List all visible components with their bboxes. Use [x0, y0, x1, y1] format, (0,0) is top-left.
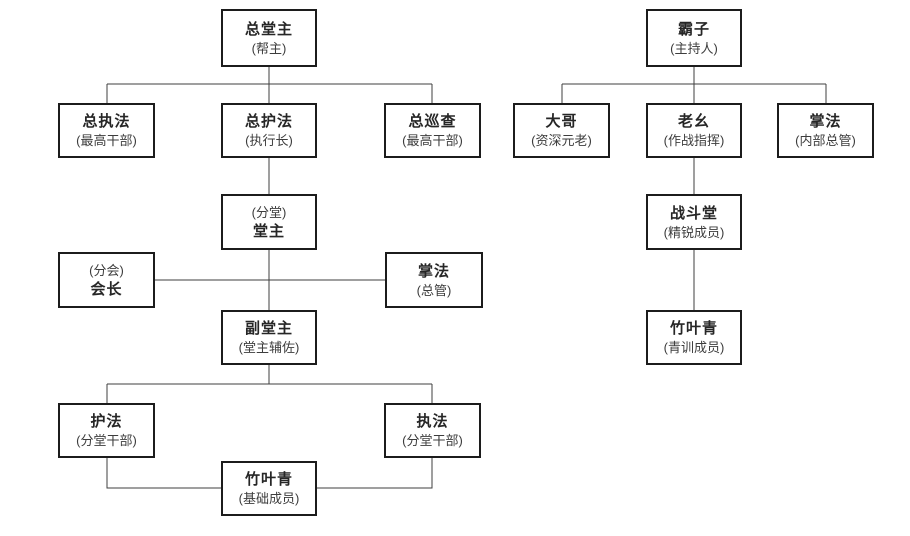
node-subtitle: (堂主辅佐)	[238, 340, 300, 355]
node-subtitle: (分会)	[89, 262, 124, 278]
node-title: 战斗堂	[669, 204, 718, 222]
node-futangzhu: 副堂主 (堂主辅佐)	[221, 310, 317, 365]
node-zongxuncha: 总巡查 (最高干部)	[384, 103, 481, 158]
node-subtitle: (精锐成员)	[663, 224, 725, 240]
node-subtitle: (分堂)	[251, 204, 287, 220]
node-subtitle: (最高干部)	[402, 133, 463, 148]
node-zhifa: 执法 (分堂干部)	[384, 403, 481, 458]
node-subtitle: (主持人)	[670, 40, 718, 56]
node-tangzhu: (分堂) 堂主	[221, 194, 317, 250]
node-zongtangzhu: 总堂主 (帮主)	[221, 9, 317, 67]
node-title: 总堂主	[244, 20, 293, 38]
node-subtitle: (资深元老)	[531, 133, 592, 148]
node-title: 竹叶青	[669, 320, 718, 337]
node-title: 护法	[90, 413, 123, 430]
node-title: 老幺	[677, 113, 710, 130]
node-subtitle: (执行长)	[245, 133, 293, 148]
node-zhuyeqing-jichu: 竹叶青 (基础成员)	[221, 461, 317, 516]
node-title: 副堂主	[244, 320, 293, 337]
node-subtitle: (分堂干部)	[76, 433, 137, 448]
node-zonghufa: 总护法 (执行长)	[221, 103, 317, 158]
node-zongzhifa: 总执法 (最高干部)	[58, 103, 155, 158]
node-hufa: 护法 (分堂干部)	[58, 403, 155, 458]
node-dage: 大哥 (资深元老)	[513, 103, 610, 158]
node-subtitle: (作战指挥)	[663, 133, 725, 148]
node-subtitle: (内部总管)	[795, 133, 856, 148]
node-zhangfa-neibu: 掌法 (内部总管)	[777, 103, 874, 158]
node-zhuyeqing-qingxun: 竹叶青 (青训成员)	[646, 310, 742, 365]
node-subtitle: (帮主)	[251, 40, 287, 56]
node-title: 会长	[90, 280, 123, 298]
node-subtitle: (总管)	[416, 282, 452, 298]
node-title: 总护法	[244, 113, 293, 130]
node-title: 掌法	[417, 262, 450, 280]
node-title: 堂主	[252, 222, 285, 240]
node-laoyao: 老幺 (作战指挥)	[646, 103, 742, 158]
node-title: 执法	[416, 413, 449, 430]
node-title: 掌法	[809, 113, 842, 130]
node-subtitle: (最高干部)	[76, 133, 137, 148]
node-huizhang: (分会) 会长	[58, 252, 155, 308]
node-zhangfa-zongguan: 掌法 (总管)	[385, 252, 483, 308]
node-title: 总执法	[82, 113, 131, 130]
node-title: 总巡查	[408, 113, 457, 130]
node-subtitle: (青训成员)	[663, 340, 725, 355]
node-title: 大哥	[545, 113, 578, 130]
node-title: 霸子	[677, 20, 710, 38]
node-subtitle: (基础成员)	[238, 491, 300, 506]
node-title: 竹叶青	[244, 471, 293, 488]
node-bazi: 霸子 (主持人)	[646, 9, 742, 67]
node-zhandoutang: 战斗堂 (精锐成员)	[646, 194, 742, 250]
node-subtitle: (分堂干部)	[402, 433, 463, 448]
